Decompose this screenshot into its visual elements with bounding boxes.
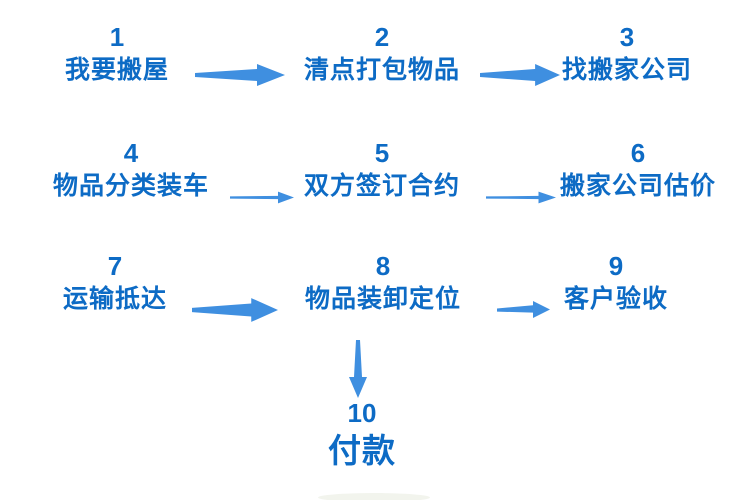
- arrow-right-icon: [480, 63, 560, 87]
- step-5: 5 双方签订合约: [282, 138, 482, 202]
- bottom-cutoff-artifact: [318, 493, 430, 500]
- step-6: 6 搬家公司估价: [538, 138, 738, 202]
- step-4: 4 物品分类装车: [31, 138, 231, 202]
- step-label: 物品装卸定位: [304, 285, 461, 313]
- step-number: 10: [347, 398, 377, 428]
- step-label: 清点打包物品: [303, 56, 460, 84]
- step-number: 4: [123, 138, 139, 168]
- step-label: 客户验收: [563, 285, 668, 313]
- step-number: 6: [630, 138, 646, 168]
- arrow-right-icon: [230, 190, 294, 205]
- step-label: 付款: [328, 432, 396, 469]
- step-number: 7: [107, 251, 123, 281]
- step-10: 10 付款: [262, 398, 462, 471]
- step-label: 搬家公司估价: [559, 172, 716, 200]
- step-number: 8: [375, 251, 391, 281]
- step-7: 7 运输抵达: [15, 251, 215, 315]
- step-8: 8 物品装卸定位: [283, 251, 483, 315]
- step-label: 找搬家公司: [561, 56, 692, 84]
- arrow-right-icon: [195, 63, 285, 87]
- arrow-right-icon: [486, 190, 556, 205]
- step-number: 5: [374, 138, 390, 168]
- step-3: 3 找搬家公司: [527, 22, 727, 86]
- step-label: 运输抵达: [62, 285, 167, 313]
- step-label: 双方签订合约: [303, 172, 460, 200]
- step-number: 2: [374, 22, 390, 52]
- arrow-right-icon: [192, 297, 278, 323]
- step-1: 1 我要搬屋: [17, 22, 217, 86]
- step-number: 9: [608, 251, 624, 281]
- step-9: 9 客户验收: [516, 251, 716, 315]
- arrow-right-icon: [497, 300, 550, 319]
- step-label: 物品分类装车: [52, 172, 209, 200]
- step-number: 1: [109, 22, 125, 52]
- step-label: 我要搬屋: [64, 56, 169, 84]
- step-2: 2 清点打包物品: [282, 22, 482, 86]
- arrow-down-icon: [343, 340, 373, 398]
- step-number: 3: [619, 22, 635, 52]
